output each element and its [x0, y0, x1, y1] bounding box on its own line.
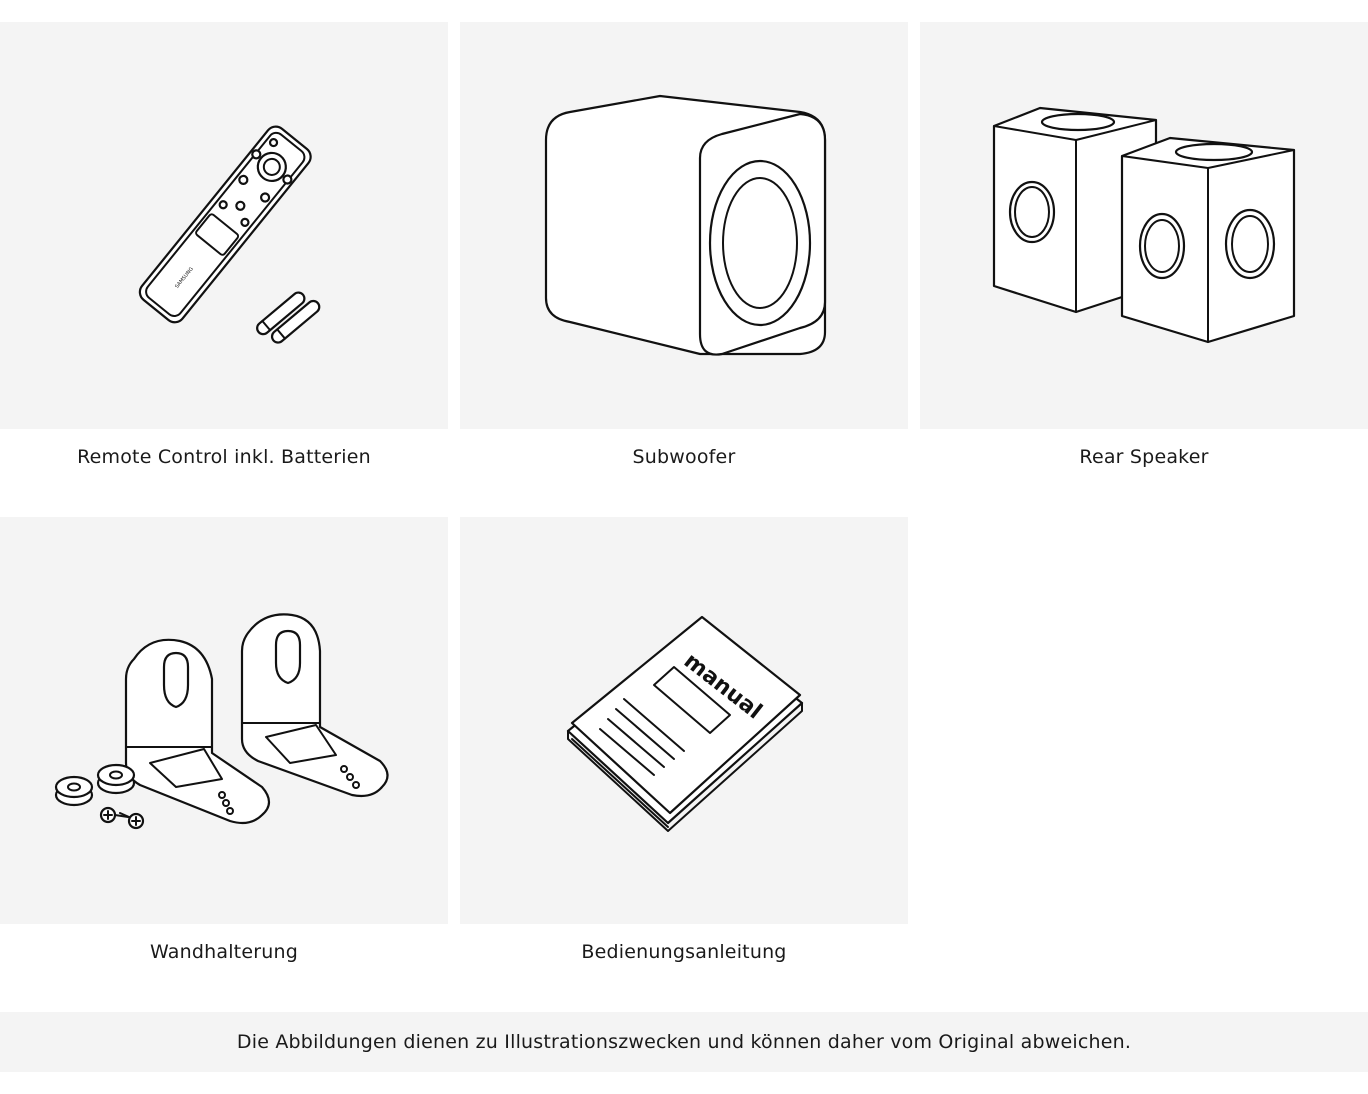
manual-icon: manual: [566, 615, 804, 832]
item-label-rear-speaker: Rear Speaker: [1079, 446, 1209, 468]
disclaimer-bar: Die Abbildungen dienen zu Illustrationsz…: [0, 1012, 1368, 1072]
item-label-manual: Bedienungsanleitung: [581, 941, 787, 963]
subwoofer-tile: [460, 22, 908, 429]
item-label-remote-control: Remote Control inkl. Batterien: [77, 446, 371, 468]
rear-speaker-tile: [920, 22, 1368, 429]
item-label-subwoofer: Subwoofer: [632, 446, 736, 468]
wall-mount-tile: [0, 517, 448, 924]
disclaimer-text: Die Abbildungen dienen zu Illustrationsz…: [236, 1031, 1132, 1053]
wall-mount-icon: [54, 613, 389, 830]
rear-speaker-icon: [992, 106, 1296, 344]
remote-control-icon: SAMSUNG: [138, 125, 321, 344]
manual-tile: manual: [460, 517, 908, 924]
item-label-wall-mount: Wandhalterung: [150, 941, 298, 963]
remote-control-tile: SAMSUNG: [0, 22, 448, 429]
subwoofer-icon: [544, 94, 827, 356]
